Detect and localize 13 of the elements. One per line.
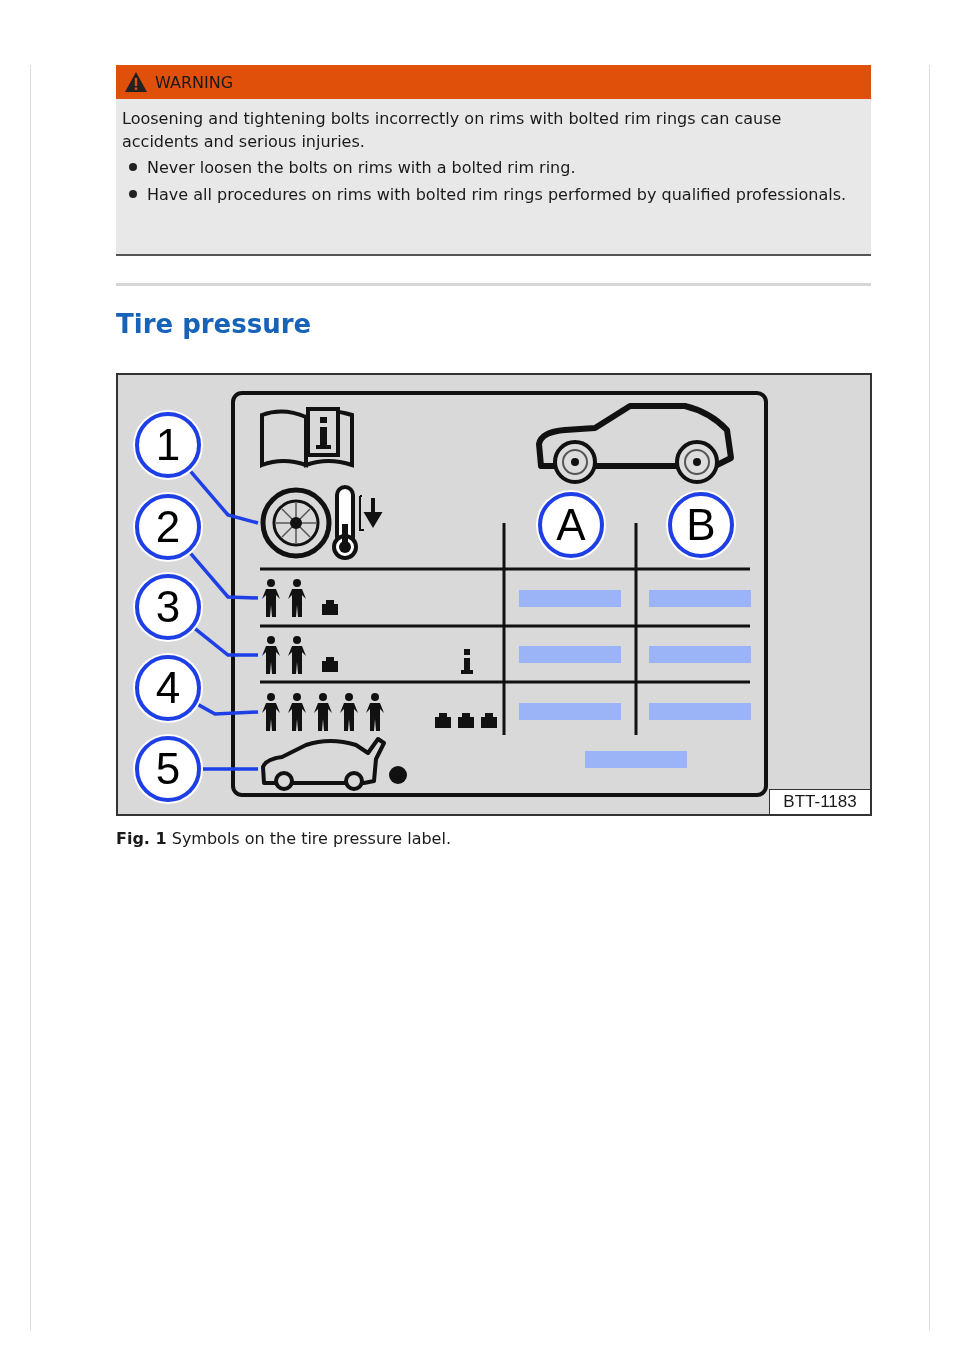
warning-text: Loosening and tightening bolts incorrectly on rims with bolted rim rings can cause accidents and serious injuries. <box>122 108 783 153</box>
bullet-text: Have all procedures on rims with bolted rim rings performed by qualified professionals. <box>147 184 848 206</box>
leader-line <box>203 767 258 771</box>
leader-line <box>189 470 259 525</box>
figure-id-label: BTT-1183 <box>769 789 870 814</box>
leader-line <box>189 552 259 600</box>
warning-heading: WARNING <box>155 73 234 92</box>
bullet-text: Never loosen the bolts on rims with a bolted rim ring. <box>147 157 577 179</box>
leader-line <box>194 627 258 657</box>
open-trunk-car-icon <box>260 735 384 791</box>
figure-caption: Fig. 1 Symbols on the tire pressure label. <box>116 829 451 848</box>
leader-line <box>197 703 259 716</box>
section-heading: Tire pressure <box>116 309 312 339</box>
